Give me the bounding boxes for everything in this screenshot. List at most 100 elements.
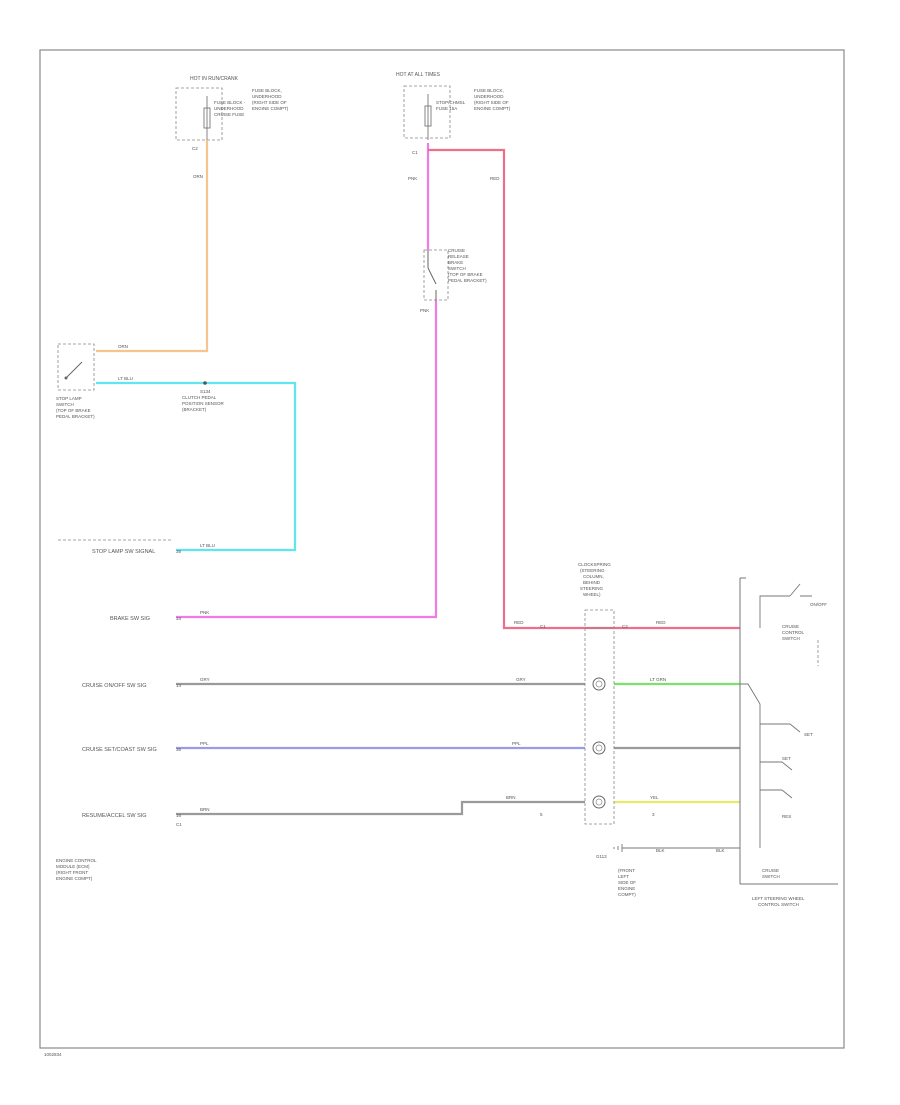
fuse-left-desc-4: ENGINE COMPT) <box>252 106 289 111</box>
wire-orange-tag: ORN <box>118 344 128 349</box>
clockspring-coil-2 <box>592 741 606 755</box>
cruise-release-brake-switch: CRUISE RELEASE BRAKE SWITCH (TOP OF BRAK… <box>423 248 487 301</box>
clockspring-line-6: WHEEL) <box>583 592 601 597</box>
brake-switch-line-6: PEDAL BRACKET) <box>448 278 487 283</box>
clockspring-line-2: (STEERING <box>580 568 605 573</box>
fuse-left-source: HOT IN RUN/CRANK <box>190 76 239 82</box>
onoff-contact <box>759 583 812 628</box>
fuse-left-line-3: CRUISE FUSE <box>214 112 244 117</box>
cruise-control-switch: ON/OFF CRUISE CONTROL SWITCH SET SET RES… <box>739 577 838 907</box>
wire-pink <box>176 143 438 619</box>
fuse-cruise: HOT IN RUN/CRANK FUSE BLOCK - UNDERHOOD … <box>175 76 289 179</box>
stop-switch-box <box>57 343 95 391</box>
ecm-line-2: MODULE (ECM) <box>56 864 90 869</box>
cs-pin-a: C1 <box>540 624 546 629</box>
ecm-line-3: (RIGHT FRONT <box>56 870 88 875</box>
wire-light-blue-tag-2: LT BLU <box>200 543 215 548</box>
clockspring-coil-1-inner <box>595 680 603 688</box>
switch-desc-1: LEFT STEERING WHEEL <box>752 896 805 901</box>
ecm-line-4: ENGINE COMPT) <box>56 876 93 881</box>
wire-pink-tag: PNK <box>420 308 429 313</box>
ecm-line-1: ENGINE CONTROL <box>56 858 97 863</box>
stop-switch-line-2: SWITCH <box>56 402 74 407</box>
ecm-signal-stop-lamp: STOP LAMP SW SIGNAL <box>92 549 155 555</box>
ground-line-4: ENGINE <box>618 886 635 891</box>
wire-red-tag: RED <box>514 620 524 625</box>
brake-switch-line-5: (TOP OF BRAKE <box>448 272 483 277</box>
fuse-left-box <box>175 87 223 141</box>
switch-desc-2: CONTROL SWITCH <box>758 902 799 907</box>
page-id: 1002834 <box>44 1052 62 1057</box>
stop-switch-line-4: PEDAL BRACKET) <box>56 414 95 419</box>
fuse-right-desc-1: FUSE BLOCK, <box>474 88 504 93</box>
clockspring-line-5: STEERING <box>580 586 604 591</box>
wire-gray-tag-2: GRY <box>516 677 526 682</box>
wire-light-blue-tag: LT BLU <box>118 376 133 381</box>
wire-purple-tag-2: PPL <box>512 741 521 746</box>
fuse-left-pin: C2 <box>192 146 198 151</box>
wire-gray-tag: GRY <box>200 677 210 682</box>
switch-label-set-2: SET <box>782 756 791 761</box>
wire-light-green-tag: LT GRN <box>650 677 666 682</box>
splice-dot <box>203 381 207 385</box>
clockspring-box <box>584 609 615 825</box>
wire-red <box>428 148 740 630</box>
clockspring-line-1: CLOCKSPRING <box>578 562 611 567</box>
ground-id: G113 <box>596 854 607 859</box>
wire-light-blue <box>96 381 297 552</box>
ecm-pin-4: 36 <box>176 747 182 752</box>
ecm-pin-3: 14 <box>176 683 182 688</box>
clockspring-coil-1 <box>592 677 606 691</box>
ecm-pin-1: 38 <box>176 549 182 554</box>
ecm-connector: C1 <box>176 822 182 827</box>
ground-line-3: SIDE OF <box>618 880 636 885</box>
brake-switch-line-1: CRUISE <box>448 248 465 253</box>
ecm-pin-2: 34 <box>176 616 182 621</box>
fuse-left-line-2: UNDERHOOD <box>214 106 244 111</box>
fuse-right-wire-tag-red: RED <box>490 176 500 181</box>
fuse-right-box <box>403 85 451 139</box>
fuse-right-wire-tag-pink: PNK <box>408 176 417 181</box>
fuse-right-symbol <box>424 105 432 127</box>
clutch-splice: S134 CLUTCH PEDAL POSITION SENSOR (BRACK… <box>182 389 225 412</box>
fuse-right-source: HOT AT ALL TIMES <box>396 72 441 78</box>
stop-switch-line-1: STOP LAMP <box>56 396 82 401</box>
ecm-signal-resume-accel: RESUME/ACCEL SW SIG <box>82 813 147 819</box>
ground-wire-tag-2: BLK <box>716 848 725 853</box>
brake-switch-contact <box>427 267 437 285</box>
wire-purple-tag: PPL <box>200 741 209 746</box>
stop-switch-line-3: (TOP OF BRAKE <box>56 408 91 413</box>
wire-brown <box>176 800 585 816</box>
splice-line-4: (BRACKET) <box>182 407 207 412</box>
stop-switch-contact <box>65 361 83 379</box>
switch-bottom-2: SWITCH <box>762 874 780 879</box>
set-res-common <box>740 683 761 848</box>
fuse-left-line-1: FUSE BLOCK - <box>214 100 246 105</box>
stop-switch-pivot <box>64 376 68 380</box>
ground-symbol <box>613 844 623 852</box>
fuse-left-desc-3: (RIGHT SIDE OF <box>252 100 287 105</box>
switch-line-1: CRUISE <box>782 624 799 629</box>
ground-wire-tag: BLK <box>656 848 665 853</box>
brake-switch-box <box>423 249 449 301</box>
switch-line-2: CONTROL <box>782 630 804 635</box>
switch-label-onoff: ON/OFF <box>810 602 827 607</box>
ecm-pin-5: 16 <box>176 813 182 818</box>
fuse-left-desc-2: UNDERHOOD <box>252 94 282 99</box>
brake-switch-line-4: SWITCH <box>448 266 466 271</box>
splice-line-3: POSITION SENSOR <box>182 401 225 406</box>
switch-bottom-1: CRUISE <box>762 868 779 873</box>
fuse-left-symbol <box>203 107 211 129</box>
cs-pin-d: 3 <box>652 812 655 817</box>
wire-orange <box>96 140 209 353</box>
clockspring-coil-3-inner <box>595 798 603 806</box>
wire-brown-tag: BRN <box>200 807 210 812</box>
stop-lamp-switch: STOP LAMP SWITCH (TOP OF BRAKE PEDAL BRA… <box>56 343 95 419</box>
clockspring-coil-3 <box>592 795 606 809</box>
set-res-contacts <box>760 723 801 799</box>
wire-red-tag-2: RED <box>656 620 666 625</box>
cs-pin-c: 5 <box>540 812 543 817</box>
fuse-right-pin: C1 <box>412 150 418 155</box>
ground-g113: G113 BLK BLK (FRONT LEFT SIDE OF ENGINE … <box>596 844 740 897</box>
